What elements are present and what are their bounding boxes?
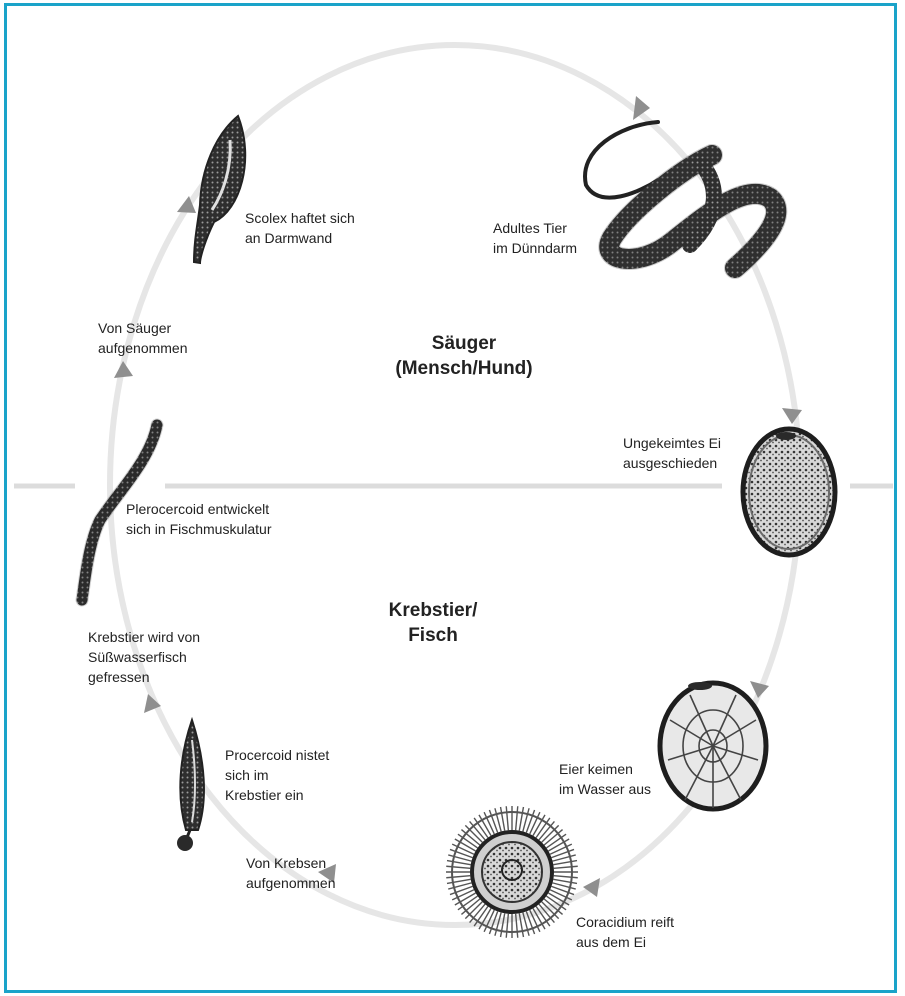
cilium (554, 876, 578, 878)
stage-label-eaten-by-fish: Krebstier wird von Süßwasserfisch gefres… (88, 627, 200, 687)
scolex-illustration (194, 116, 245, 263)
cilium (519, 807, 523, 831)
stage-label-coracidium: Coracidium reift aus dem Ei (576, 912, 674, 952)
stage-label-adult: Adultes Tier im Dünndarm (493, 218, 577, 258)
stage-label-eaten-by-crustacean: Von Krebsen aufgenommen (246, 853, 336, 893)
stage-label-procercoid: Procercoid nistet sich im Krebstier ein (225, 745, 329, 805)
arrow-mammal (114, 361, 133, 378)
stage-label-embryonated-egg: Eier keimen im Wasser aus (559, 759, 651, 799)
cilium (554, 866, 578, 868)
cilium (516, 806, 518, 830)
cilium (553, 861, 577, 865)
adult-worm-illustration (585, 122, 776, 268)
stage-label-eaten-by-mammal: Von Säuger aufgenommen (98, 318, 188, 358)
arrow-embryo (750, 681, 769, 698)
embryonated-egg-illustration (660, 682, 766, 809)
cilium (501, 913, 505, 937)
cilium (553, 879, 577, 883)
unembryonated-egg-illustration (743, 429, 835, 555)
coracidium-illustration (446, 806, 578, 938)
procercoid-illustration (177, 720, 204, 851)
cilium (447, 879, 471, 883)
host-label-mammal: Säuger (Mensch/Hund) (354, 331, 574, 381)
host-label-crustacean-fish: Krebstier/ Fisch (323, 598, 543, 648)
cilium (506, 806, 508, 830)
stage-label-scolex: Scolex haftet sich an Darmwand (245, 208, 355, 248)
stage-label-unembryonated-egg: Ungekeimtes Ei ausgeschieden (623, 433, 721, 473)
cilium (446, 866, 470, 868)
cilium (501, 807, 505, 831)
cilium (447, 861, 471, 865)
cilium (446, 876, 470, 878)
stage-label-plerocercoid: Plerocercoid entwickelt sich in Fischmus… (126, 499, 272, 539)
